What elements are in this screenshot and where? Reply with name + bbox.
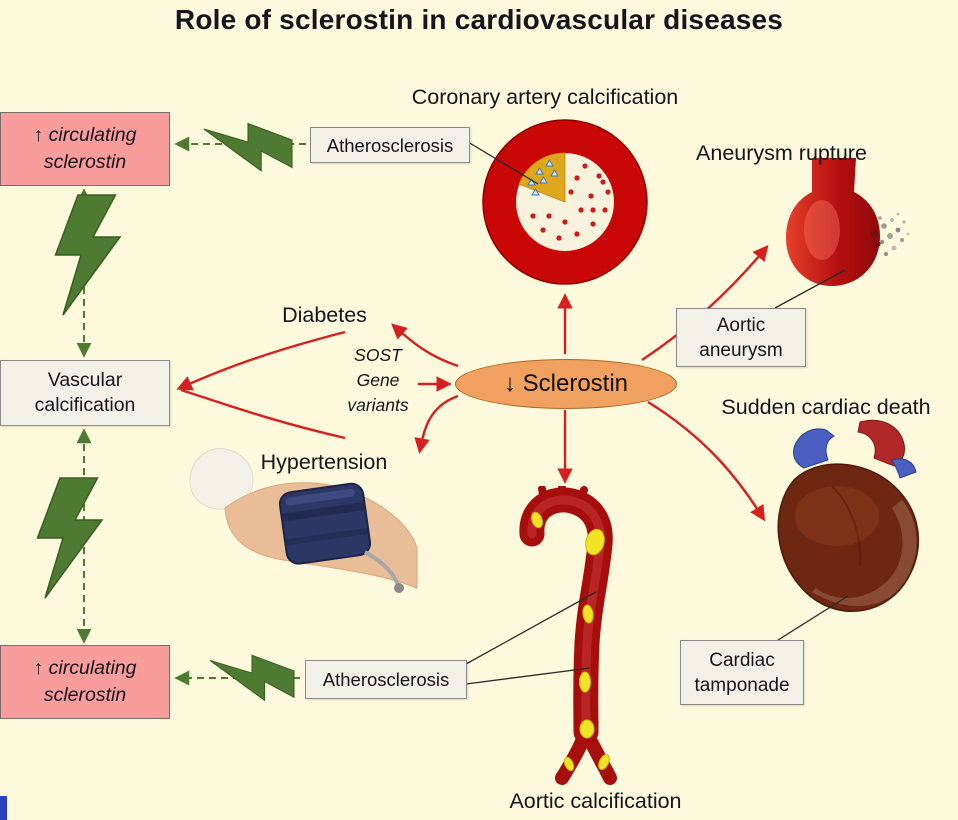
sclerostin-node-label: ↓ Sclerostin [503, 370, 629, 397]
pulmonary-vessel [793, 428, 835, 469]
vena-cava [891, 458, 917, 479]
label-hypertension: Hypertension [260, 450, 388, 474]
aneurysm-illustration [786, 158, 910, 286]
sost-line-2: Gene [356, 370, 400, 390]
cuff [278, 482, 372, 565]
lumen-cell-dots [530, 163, 611, 241]
vascular-calcification-box: Vascular calcification [0, 360, 170, 426]
cardiac-tamponade-box: Cardiac tamponade [680, 640, 804, 705]
circulating-sclerostin-top-line1: ↑ circulating [33, 124, 137, 146]
label-aortic-calcification: Aortic calcification [509, 789, 682, 813]
atherosclerosis-box-bottom: Atherosclerosis [305, 660, 467, 699]
pericardium-sac [812, 500, 917, 606]
corner-artifact [0, 796, 7, 820]
arrow-upper-to-vascular-calcification [176, 330, 346, 391]
label-diabetes: Diabetes [282, 303, 367, 327]
lightning-bolt-bottom [209, 654, 295, 702]
lightning-bolt-left-upper [54, 194, 122, 316]
circulating-sclerostin-bottom-line1: ↑ circulating [33, 657, 137, 679]
blood-pressure-cuff-illustration [189, 448, 418, 593]
circulating-sclerostin-box-bottom: ↑ circulating sclerostin [0, 645, 170, 719]
tube-connector [394, 583, 404, 593]
lightning-bolt-left-lower [36, 477, 104, 599]
label-sost-gene-variants: SOST Gene variants [328, 343, 428, 418]
label-coronary-artery-calcification: Coronary artery calcification [411, 85, 679, 109]
arrow-lower-to-vascular-calcification [180, 388, 346, 440]
aorta-illustration [519, 486, 617, 785]
coronary-artery-illustration [482, 119, 648, 285]
aortic-aneurysm-line2: aneurysm [699, 339, 783, 361]
vascular-calcification-line2: calcification [34, 394, 136, 416]
circulating-sclerostin-box-top: ↑ circulating sclerostin [0, 112, 170, 186]
cardiac-tamponade-line1: Cardiac [709, 649, 775, 671]
vascular-calcification-line1: Vascular [47, 369, 123, 391]
circulating-sclerostin-bottom-line2: sclerostin [43, 684, 127, 706]
circulating-sclerostin-top-line2: sclerostin [43, 151, 127, 173]
label-aneurysm-rupture: Aneurysm rupture [696, 141, 867, 165]
sclerostin-node: ↓ Sclerostin [455, 359, 677, 409]
aneurysm-highlight [804, 200, 840, 260]
cardiac-tamponade-line2: tamponade [694, 674, 790, 696]
atherosclerosis-box-top: Atherosclerosis [310, 127, 470, 163]
rupture-spray [870, 212, 910, 256]
lightning-bolt-top [203, 122, 293, 172]
figure-title: Role of sclerostin in cardiovascular dis… [174, 4, 784, 35]
sost-line-3: variants [347, 395, 409, 415]
label-sudden-cardiac-death: Sudden cardiac death [721, 395, 931, 419]
aneurysm-sac [786, 158, 880, 286]
sost-line-1: SOST [354, 345, 402, 365]
aortic-aneurysm-box: Aortic aneurysm [676, 308, 806, 367]
atherosclerosis-top-label: Atherosclerosis [326, 134, 454, 156]
coronary-vessel-line [831, 485, 862, 567]
atherosclerosis-bottom-label: Atherosclerosis [322, 669, 450, 690]
heart-sheen [795, 486, 879, 546]
heart-illustration [777, 419, 920, 612]
aortic-aneurysm-line1: Aortic [716, 314, 766, 336]
